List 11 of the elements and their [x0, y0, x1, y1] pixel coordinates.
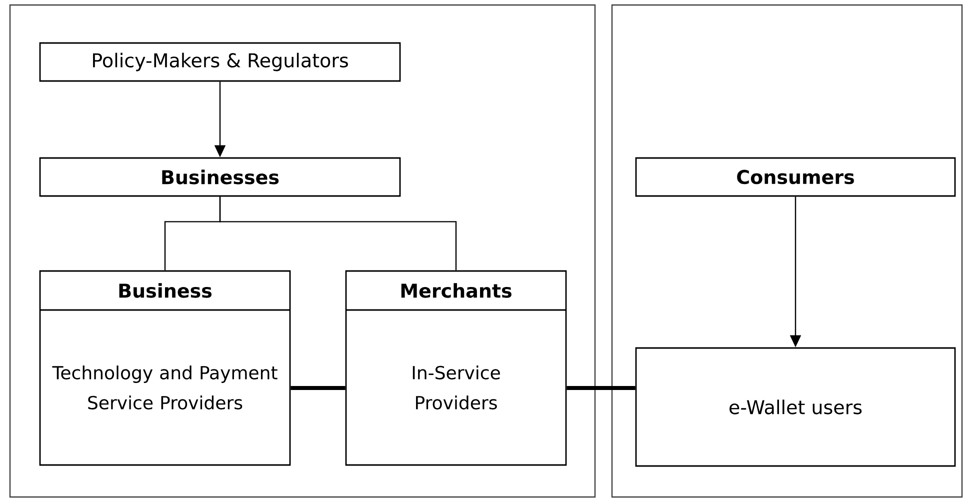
titled-box: Merchants In-Service Providers: [345, 270, 567, 466]
text-box: Consumers: [635, 157, 956, 197]
text-box: e-Wallet users: [635, 347, 956, 467]
connector-line: [290, 386, 346, 390]
text-box: Policy-Makers & Regulators: [39, 42, 401, 82]
titled-box: Business Technology and Payment Service Providers: [39, 270, 291, 466]
text-box: Businesses: [39, 157, 401, 197]
panel-frame: [611, 4, 963, 498]
connector-line: [219, 196, 457, 270]
panel-frame: [9, 4, 596, 498]
connector-line: [566, 386, 636, 390]
